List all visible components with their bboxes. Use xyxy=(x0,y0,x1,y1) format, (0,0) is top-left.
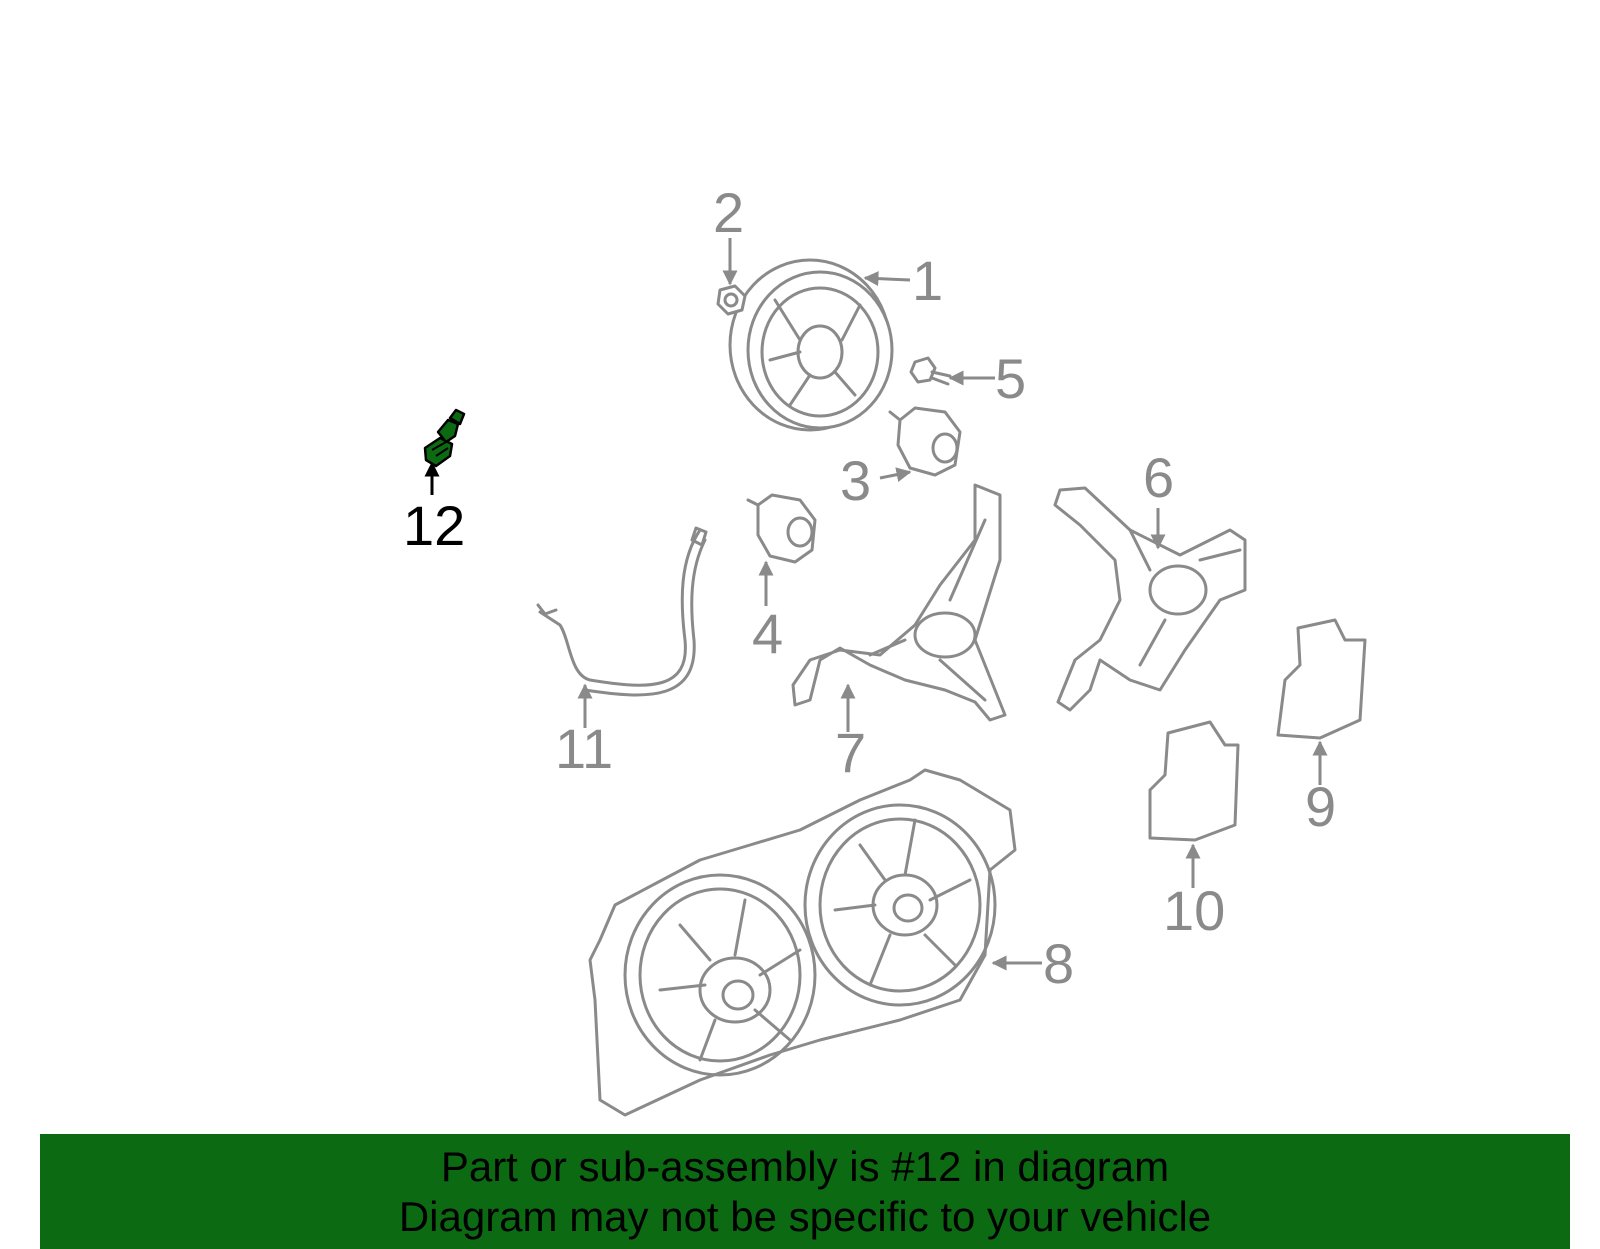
callout-8: 8 xyxy=(1043,932,1074,995)
part-5-bolt[interactable] xyxy=(909,356,952,386)
part-3-mount[interactable] xyxy=(888,406,962,477)
callout-1: 1 xyxy=(912,249,943,312)
part-4-mount[interactable] xyxy=(746,493,817,564)
part-9-pad[interactable] xyxy=(1276,618,1367,740)
info-banner: Part or sub-assembly is #12 in diagram D… xyxy=(40,1134,1570,1249)
part-2-nut[interactable] xyxy=(716,284,747,316)
banner-line-1: Part or sub-assembly is #12 in diagram xyxy=(440,1143,1170,1190)
callout-9: 9 xyxy=(1305,775,1336,838)
part-12-highlighted[interactable] xyxy=(423,408,466,468)
callout-11: 11 xyxy=(555,717,613,780)
part-7-bracket[interactable] xyxy=(791,483,1007,722)
callout-2: 2 xyxy=(713,181,744,244)
part-8-fan-shroud[interactable] xyxy=(588,768,1017,1117)
callout-3: 3 xyxy=(840,449,871,512)
callout-12: 12 xyxy=(403,494,465,557)
banner-line-2: Diagram may not be specific to your vehi… xyxy=(398,1193,1212,1240)
callout-7: 7 xyxy=(835,721,866,784)
part-10-pad[interactable] xyxy=(1148,720,1240,842)
part-6-bracket[interactable] xyxy=(1053,486,1247,712)
callout-10: 10 xyxy=(1163,879,1225,942)
callout-4: 4 xyxy=(752,602,783,665)
callout-5: 5 xyxy=(995,347,1026,410)
part-1-fan-motor[interactable] xyxy=(728,258,894,432)
callout-6: 6 xyxy=(1143,446,1174,509)
part-11-wire-harness[interactable] xyxy=(536,526,708,697)
